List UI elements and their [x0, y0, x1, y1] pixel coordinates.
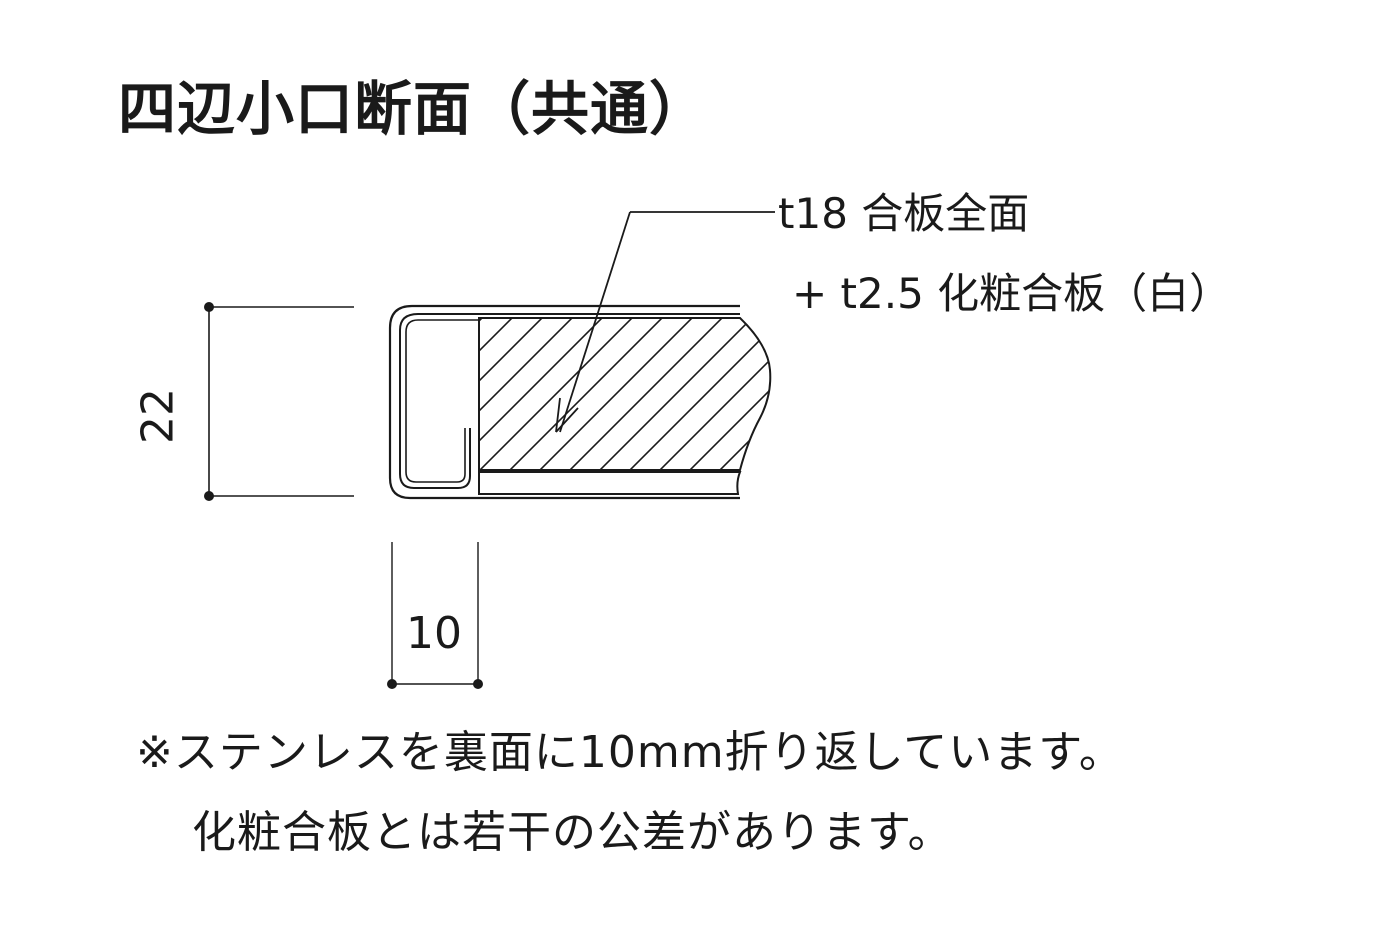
plywood-board — [478, 317, 772, 471]
height-dimension-label: 22 — [132, 388, 184, 444]
callout-line-1: t18 合板全面 — [778, 189, 1030, 238]
stainless-edge-outer — [388, 304, 740, 500]
leader-arrow — [555, 211, 775, 433]
note-line-2: 化粧合板とは若干の公差があります。 — [192, 807, 953, 858]
width-dimension — [387, 542, 483, 689]
stainless-edge-inner — [399, 313, 740, 489]
diagram-title: 四辺小口断面（共通） — [118, 75, 709, 143]
height-dimension — [204, 302, 354, 501]
note-line-1: ※ステンレスを裏面に10mm折り返しています。 — [136, 727, 1124, 778]
hatch-pattern — [479, 318, 771, 470]
stainless-fold-return — [405, 318, 480, 483]
veneer-layer — [478, 471, 742, 495]
width-dimension-label: 10 — [406, 608, 462, 659]
callout-line-2: + t2.5 化粧合板（白） — [792, 269, 1232, 318]
